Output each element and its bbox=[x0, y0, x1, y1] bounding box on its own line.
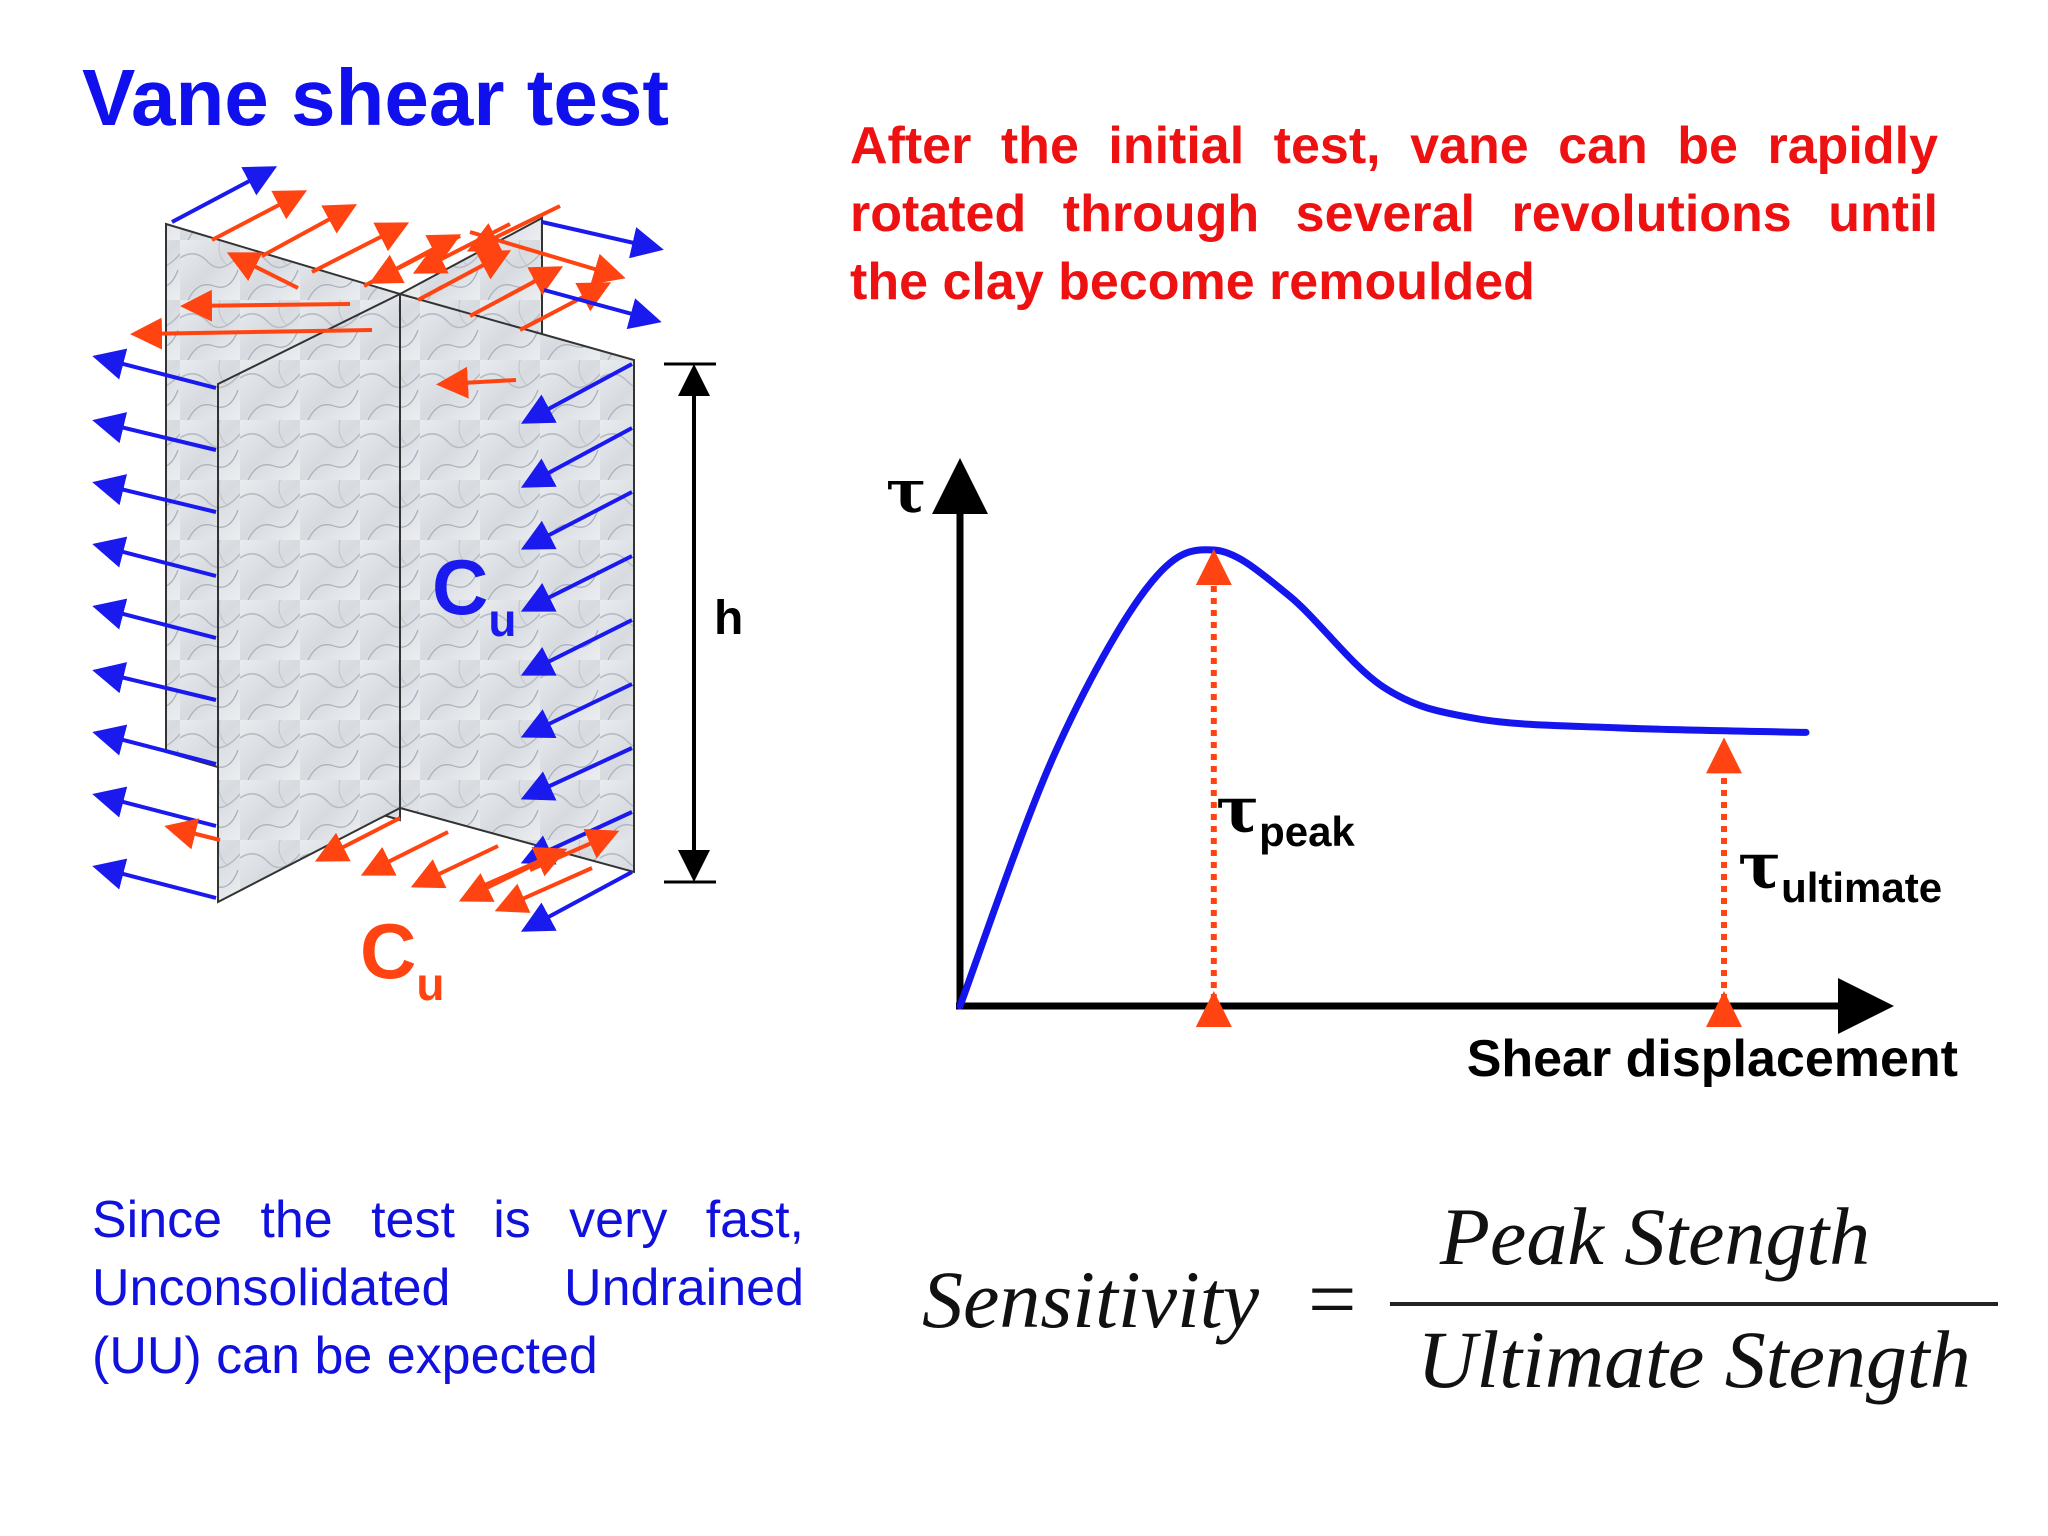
ultimate-label-symbol: τ bbox=[1738, 829, 1781, 904]
ultimate-label: τultimate bbox=[1738, 829, 1942, 911]
peak-label-symbol: τ bbox=[1216, 773, 1259, 848]
shear-curve bbox=[956, 546, 1810, 1010]
vane-diagram: h Cu Cu bbox=[92, 166, 743, 1010]
height-label: h bbox=[714, 592, 743, 645]
fraction-bar bbox=[1390, 1302, 1998, 1306]
cu-symbol-bottom: C bbox=[360, 907, 416, 995]
slide-title: Vane shear test bbox=[82, 53, 669, 142]
cu-symbol-side: C bbox=[432, 543, 488, 631]
cu-subscript-side: u bbox=[488, 594, 516, 646]
uu-note: Since the test is very fast, Unconsolida… bbox=[92, 1191, 804, 1385]
bottom-shear-arrows bbox=[164, 816, 620, 913]
formula-denominator: Ultimate Stength bbox=[1417, 1314, 1971, 1405]
cu-label-side: Cu bbox=[432, 543, 516, 646]
peak-label-sub: peak bbox=[1259, 808, 1355, 855]
top-shear-arrows bbox=[130, 190, 626, 399]
vane-blade-front-left bbox=[217, 292, 401, 904]
x-axis-label: Shear displacement bbox=[1467, 1030, 1958, 1088]
formula-numerator: Peak Stength bbox=[1439, 1191, 1871, 1282]
sensitivity-formula: Sensitivity = Peak Stength Ultimate Sten… bbox=[920, 1191, 2000, 1435]
formula-equals: = bbox=[1308, 1251, 1357, 1347]
remould-note: After the initial test, vane can be rapi… bbox=[850, 117, 1938, 311]
formula-lhs: Sensitivity bbox=[922, 1254, 1260, 1345]
cu-label-bottom: Cu bbox=[360, 907, 444, 1010]
peak-label: τpeak bbox=[1216, 773, 1355, 855]
left-edge-arrows bbox=[92, 348, 217, 900]
shear-chart: τ Shear displacement τpeak τultimate bbox=[886, 457, 1958, 1088]
cu-subscript-bottom: u bbox=[416, 958, 444, 1010]
ultimate-label-sub: ultimate bbox=[1781, 864, 1942, 911]
top-edge-arrows bbox=[171, 166, 664, 330]
y-axis-label: τ bbox=[886, 457, 926, 527]
